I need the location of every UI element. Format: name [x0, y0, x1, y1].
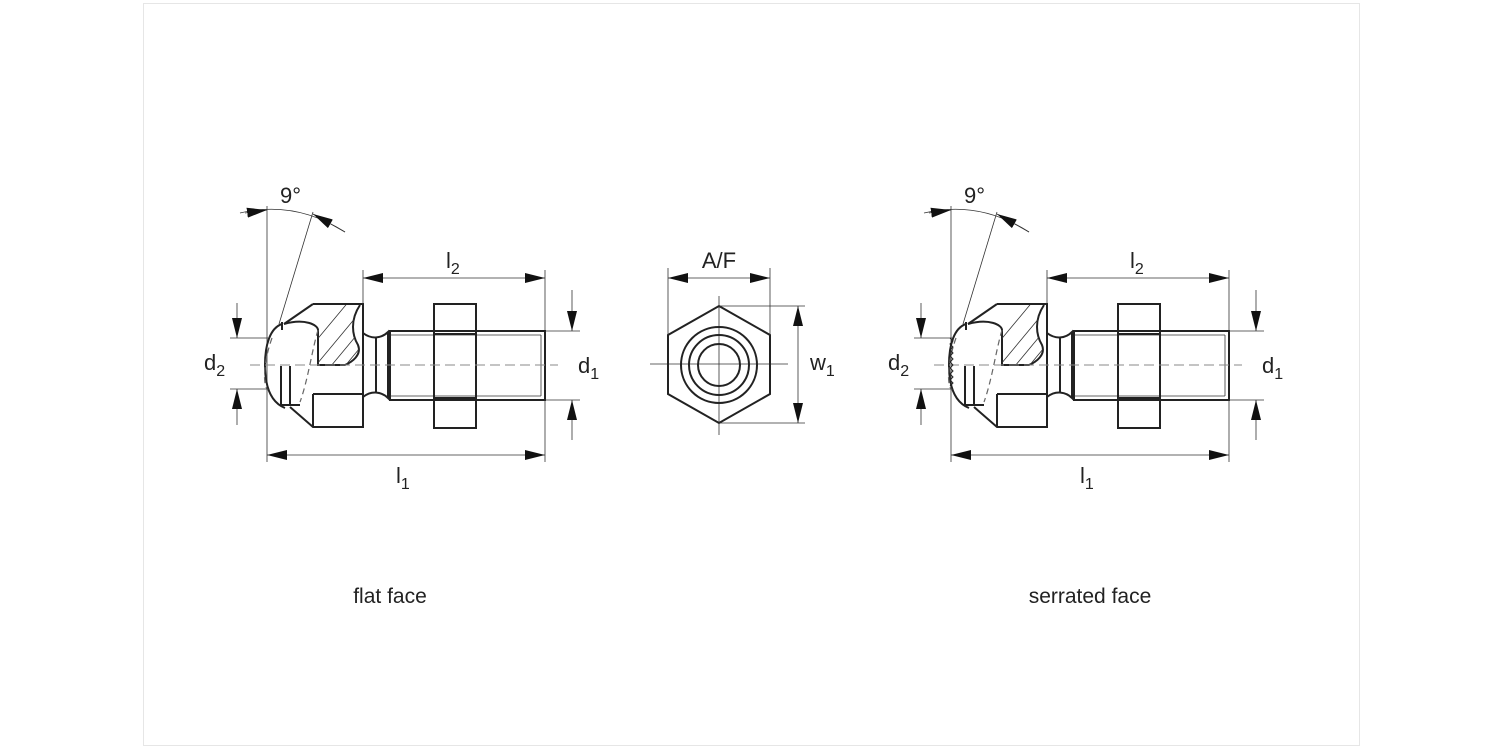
flat-face-part-outline: [230, 206, 580, 462]
serrated-face-part-outline: [914, 206, 1264, 462]
serrated-face-view: 9° l2 l1 d1 d2 serrated face: [888, 183, 1283, 608]
d2-label: d2: [204, 350, 225, 380]
angle-label: 9°: [964, 183, 985, 208]
l2-label: l2: [1130, 248, 1144, 278]
l1-label: l1: [396, 463, 410, 493]
drawing-frame: [143, 3, 1360, 746]
d2-label: d2: [888, 350, 909, 380]
d1-label: d1: [1262, 353, 1283, 383]
flat-face-view: 9° l2 l1 d1 d2 flat face: [204, 183, 599, 608]
hex-end-view: A/F w1: [650, 248, 835, 435]
af-label: A/F: [702, 248, 736, 273]
serration: [949, 337, 954, 387]
serrated-face-caption: serrated face: [1029, 585, 1152, 608]
flat-face-caption: flat face: [353, 585, 427, 608]
angle-label: 9°: [280, 183, 301, 208]
l2-label: l2: [446, 248, 460, 278]
w1-label: w1: [809, 350, 835, 380]
d1-label: d1: [578, 353, 599, 383]
l1-label: l1: [1080, 463, 1094, 493]
